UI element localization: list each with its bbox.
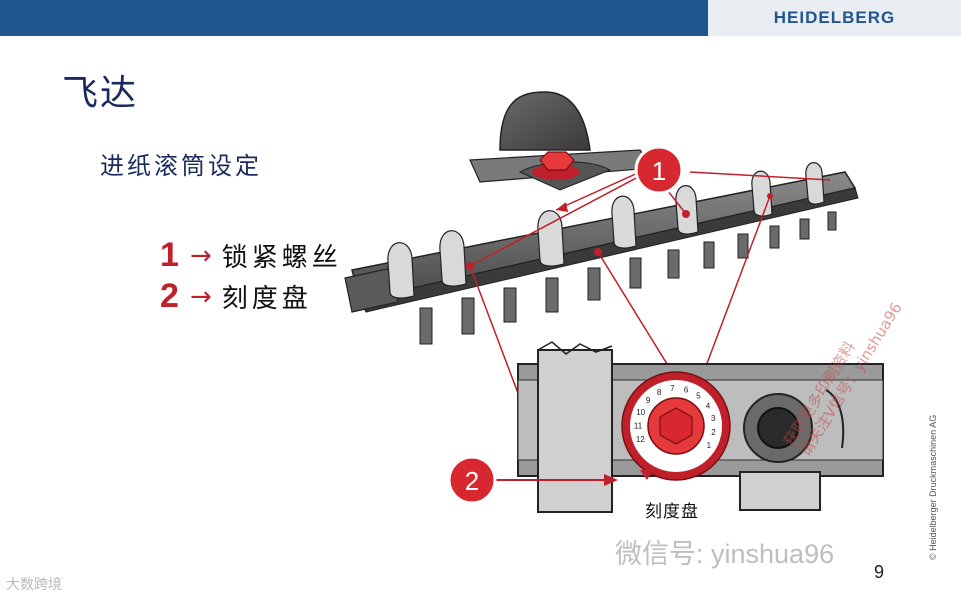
page-number: 9 (874, 562, 885, 582)
dial-number: 3 (711, 414, 716, 423)
legend-item-2: 2 → 刻度盘 (160, 277, 312, 316)
dial-number: 4 (706, 402, 711, 411)
brand-logo: HEIDELBERG (773, 8, 896, 27)
scale-dial (621, 371, 731, 481)
dial-number: 2 (711, 428, 716, 437)
brand-logo-area: HEIDELBERG (708, 0, 961, 36)
dial-number: 8 (657, 388, 662, 397)
callout-1-leaders (469, 171, 831, 267)
dial-number: 9 (646, 396, 651, 405)
dial-number: 10 (636, 408, 645, 417)
legend-item-1: 1 → 锁紧螺丝 (160, 236, 342, 275)
roller-shaft (351, 171, 857, 301)
dial-number: 5 (696, 391, 701, 400)
callout-number-2: 2 (465, 466, 479, 496)
dial-number: 6 (684, 385, 689, 394)
gripper-fingers (419, 211, 837, 345)
arrow-right-icon: → (190, 240, 212, 271)
slide-subtitle: 进纸滚筒设定 (100, 152, 262, 180)
legend-number: 2 (160, 277, 179, 315)
copyright-notice: © Heidelberger Druckmaschinen AG (928, 414, 938, 560)
header-bar (0, 0, 708, 36)
legend-label: 刻度盘 (221, 284, 312, 314)
dial-label: 刻度盘 (645, 502, 699, 522)
slide-title: 飞达 (62, 73, 139, 114)
legend-number: 1 (160, 236, 179, 274)
legend-label: 锁紧螺丝 (221, 243, 342, 273)
arrow-right-icon: → (190, 281, 212, 312)
callout-badge-1: 1 (634, 145, 684, 195)
callout-badge-2: 2 (447, 455, 618, 505)
callout-number-1: 1 (652, 156, 666, 186)
dial-number: 1 (707, 441, 712, 450)
locking-screw (532, 151, 580, 180)
dial-number: 12 (636, 435, 645, 444)
dial-number: 11 (634, 421, 643, 430)
roller-cap-shape (499, 91, 591, 151)
corner-watermark: 大数跨境 (6, 577, 62, 593)
dial-number: 7 (670, 384, 675, 393)
wechat-watermark: 微信号: yinshua96 (615, 539, 835, 569)
